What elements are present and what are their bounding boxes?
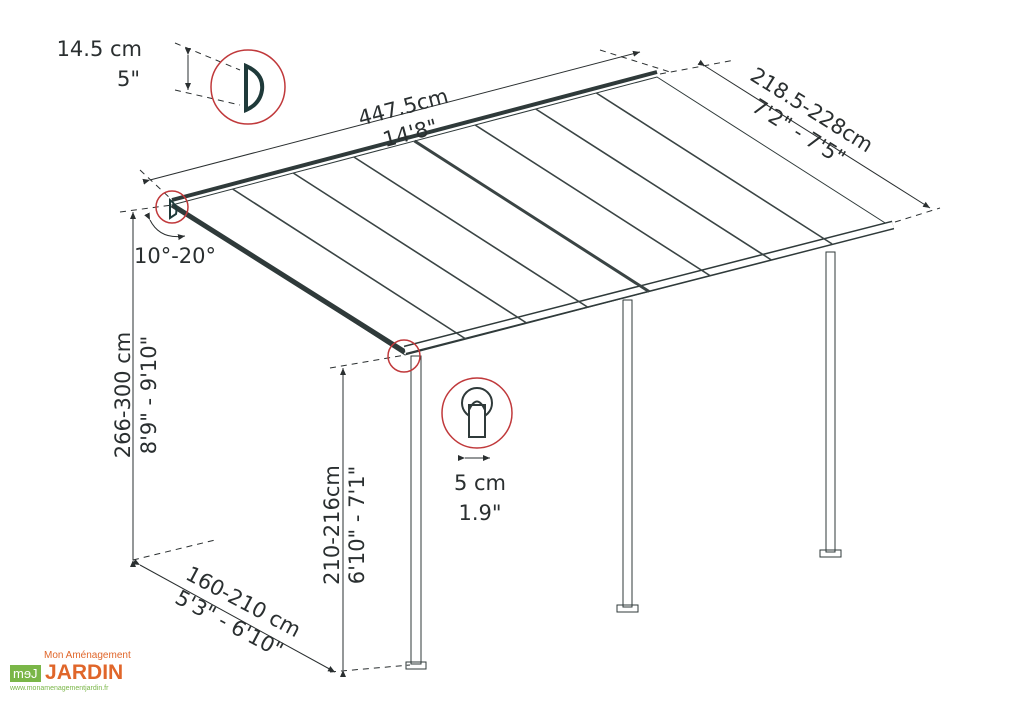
logo-line2: JARDIN bbox=[45, 661, 124, 684]
corner-detail-callout bbox=[387, 339, 421, 373]
roof-panel-divider bbox=[535, 108, 772, 261]
logo-url: www.monamenagementjardin.fr bbox=[10, 685, 109, 692]
logo-line1: Mon Aménagement bbox=[44, 650, 131, 661]
angle-detail-callout bbox=[155, 190, 189, 224]
roof-panel-divider bbox=[474, 124, 711, 277]
roof-panel-divider bbox=[292, 172, 528, 324]
profile-detail-callout bbox=[210, 49, 286, 125]
dimension-lines bbox=[119, 42, 941, 677]
detail-callouts bbox=[155, 49, 513, 449]
profile-height-metric: 14.5 cm bbox=[57, 37, 142, 61]
brand-logo: Mon Aménagement mɘJ JARDIN www.monamenag… bbox=[10, 650, 140, 692]
total-height-metric: 266-300 cm bbox=[111, 332, 135, 458]
post-width-imperial: 1.9" bbox=[458, 501, 501, 525]
roof-panel-divider bbox=[353, 156, 589, 309]
post-detail-callout bbox=[441, 377, 513, 449]
profile-height-imperial: 5" bbox=[117, 67, 140, 91]
roof-panel-divider bbox=[413, 139, 650, 293]
posts bbox=[405, 251, 842, 670]
post-width-metric: 5 cm bbox=[454, 471, 506, 495]
angle-label: 10°-20° bbox=[134, 244, 216, 268]
front-height-imperial: 6'10" - 7'1" bbox=[345, 466, 369, 585]
roof-panel-divider bbox=[232, 188, 467, 340]
front-height-metric: 210-216cm bbox=[320, 465, 344, 585]
logo-mark: mɘJ bbox=[10, 664, 41, 682]
total-height-imperial: 8'9" - 9'10" bbox=[137, 336, 161, 455]
